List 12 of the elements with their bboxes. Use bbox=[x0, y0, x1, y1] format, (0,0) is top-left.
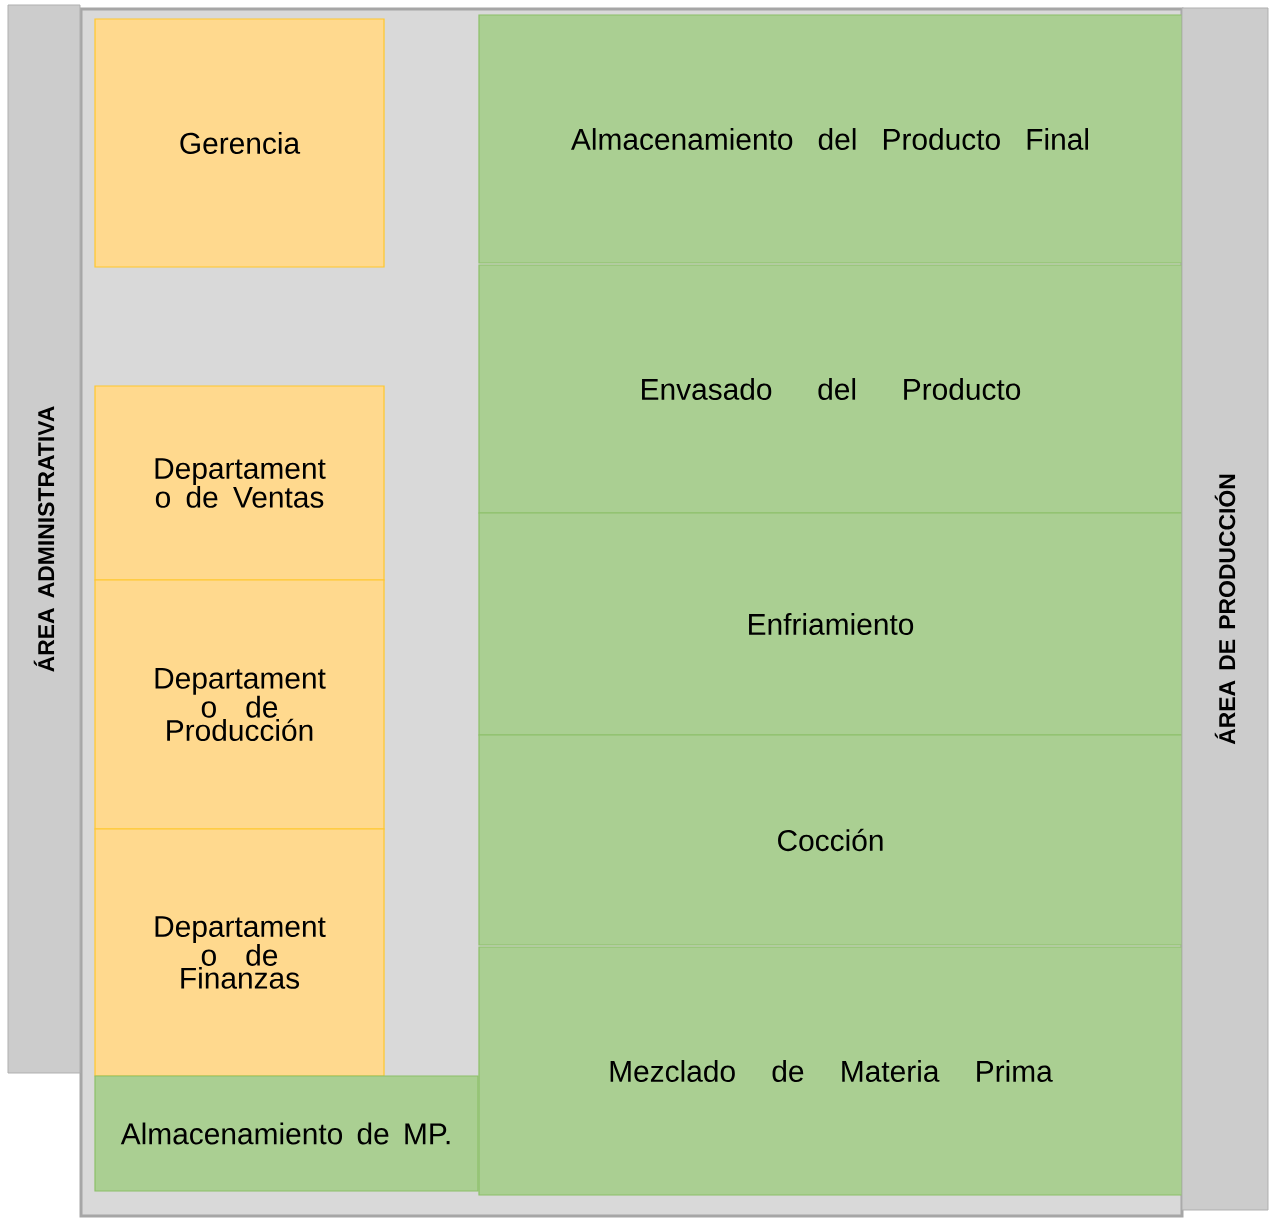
department-box: Departament o de Producción bbox=[94, 579, 385, 830]
process-box: Mezclado de Materia Prima bbox=[478, 946, 1183, 1196]
process-box: Envasado del Producto bbox=[478, 264, 1183, 514]
department-box: Gerencia bbox=[94, 18, 385, 268]
process-box: Almacenamiento del Producto Final bbox=[478, 14, 1183, 264]
area-band: ÁREA DE PRODUCCIÓN bbox=[1181, 7, 1269, 1211]
department-box: Departament o de Finanzas bbox=[94, 828, 385, 1077]
process-box: Cocción bbox=[478, 734, 1183, 946]
process-box: Enfriamiento bbox=[478, 512, 1183, 736]
department-box: Departament o de Ventas bbox=[94, 385, 385, 581]
area-band: ÁREA ADMINISTRATIVA bbox=[7, 4, 81, 1074]
process-box: Almacenamiento de MP. bbox=[94, 1075, 479, 1192]
